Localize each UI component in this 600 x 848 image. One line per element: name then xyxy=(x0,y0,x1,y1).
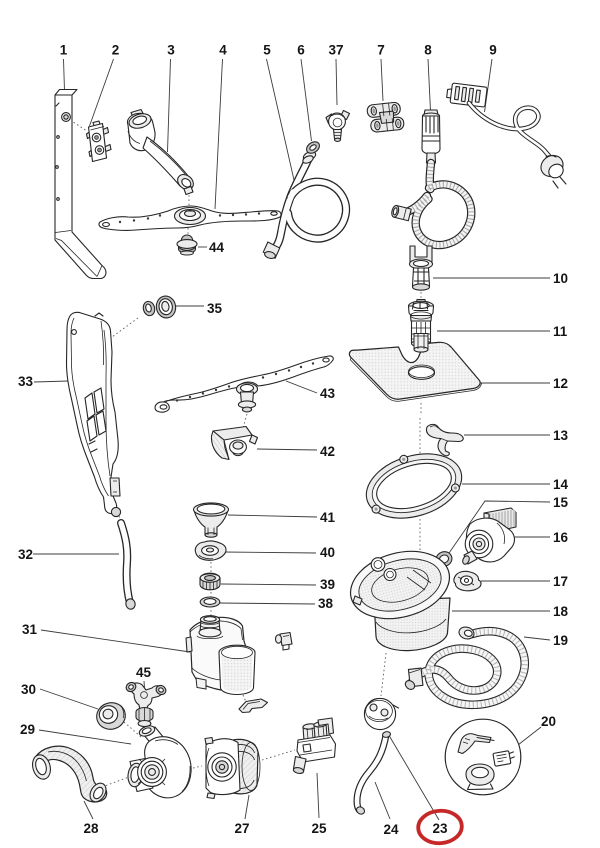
svg-text:30: 30 xyxy=(21,682,36,697)
svg-text:24: 24 xyxy=(383,822,399,837)
svg-text:29: 29 xyxy=(20,722,35,737)
svg-text:13: 13 xyxy=(553,428,569,443)
svg-text:4: 4 xyxy=(219,43,227,58)
svg-text:37: 37 xyxy=(328,43,343,58)
svg-text:14: 14 xyxy=(553,477,569,492)
svg-text:39: 39 xyxy=(320,577,335,592)
svg-text:2: 2 xyxy=(112,43,120,58)
svg-text:25: 25 xyxy=(311,821,327,836)
svg-text:44: 44 xyxy=(209,240,225,255)
svg-text:6: 6 xyxy=(297,43,305,58)
svg-text:7: 7 xyxy=(377,43,385,58)
svg-text:45: 45 xyxy=(136,665,152,680)
svg-text:42: 42 xyxy=(320,444,335,459)
svg-text:17: 17 xyxy=(553,574,568,589)
svg-text:18: 18 xyxy=(553,604,569,619)
svg-text:11: 11 xyxy=(553,324,568,339)
svg-text:10: 10 xyxy=(553,271,568,286)
svg-text:27: 27 xyxy=(234,821,249,836)
svg-text:19: 19 xyxy=(553,633,568,648)
svg-text:16: 16 xyxy=(553,530,569,545)
svg-text:20: 20 xyxy=(541,714,556,729)
svg-text:15: 15 xyxy=(553,495,569,510)
svg-text:43: 43 xyxy=(320,386,336,401)
svg-text:38: 38 xyxy=(318,596,334,611)
svg-text:41: 41 xyxy=(320,510,336,525)
svg-text:32: 32 xyxy=(18,547,33,562)
svg-text:33: 33 xyxy=(18,374,34,389)
svg-text:1: 1 xyxy=(60,43,68,58)
svg-text:5: 5 xyxy=(263,43,271,58)
svg-text:23: 23 xyxy=(432,821,448,836)
svg-text:31: 31 xyxy=(22,622,38,637)
svg-text:35: 35 xyxy=(207,301,223,316)
svg-text:8: 8 xyxy=(424,43,432,58)
svg-text:40: 40 xyxy=(320,545,335,560)
svg-text:12: 12 xyxy=(553,376,568,391)
svg-text:28: 28 xyxy=(83,821,99,836)
svg-text:9: 9 xyxy=(489,43,497,58)
svg-text:3: 3 xyxy=(167,43,175,58)
